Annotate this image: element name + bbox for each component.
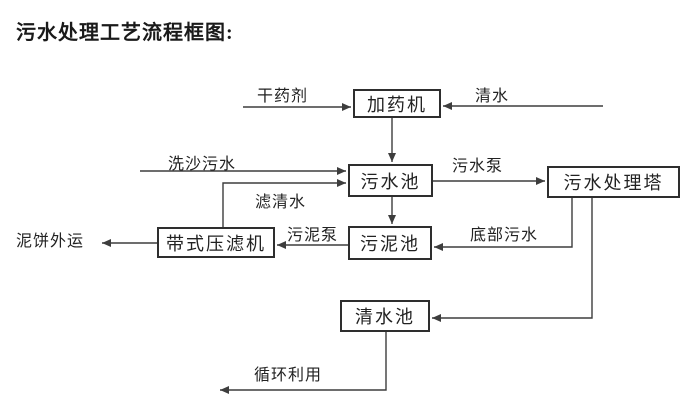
label-sewage-pump: 污水泵 (452, 158, 504, 175)
label-filtered-water: 滤清水 (255, 194, 307, 211)
arrow-bottom-sewage-to-sludge-pool (434, 198, 573, 251)
arrow-filtered-water-to-sewage-pool (222, 179, 346, 227)
arrow-clean-pool-to-recycle (220, 332, 387, 394)
node-dosing-machine: 加药机 (353, 89, 441, 118)
label-sludge-pump: 污泥泵 (287, 227, 339, 244)
node-sludge-pool: 污泥池 (348, 226, 432, 260)
label-mud-cake-out: 泥饼外运 (16, 233, 85, 250)
node-belt-filter-press: 带式压滤机 (157, 227, 275, 258)
arrow-tower-to-clean-water-pool (432, 198, 593, 322)
label-bottom-sewage: 底部污水 (470, 227, 539, 244)
page-title: 污水处理工艺流程框图: (16, 22, 234, 44)
node-sewage-pool: 污水池 (348, 164, 433, 197)
label-clean-water: 清水 (475, 88, 510, 105)
label-sand-washing-sewage: 洗沙污水 (168, 156, 237, 173)
node-sewage-treatment-tower: 污水处理塔 (547, 166, 680, 198)
label-recycle-use: 循环利用 (254, 367, 323, 384)
label-dry-agent: 干药剂 (257, 88, 309, 105)
node-clean-water-pool: 清水池 (340, 300, 430, 332)
